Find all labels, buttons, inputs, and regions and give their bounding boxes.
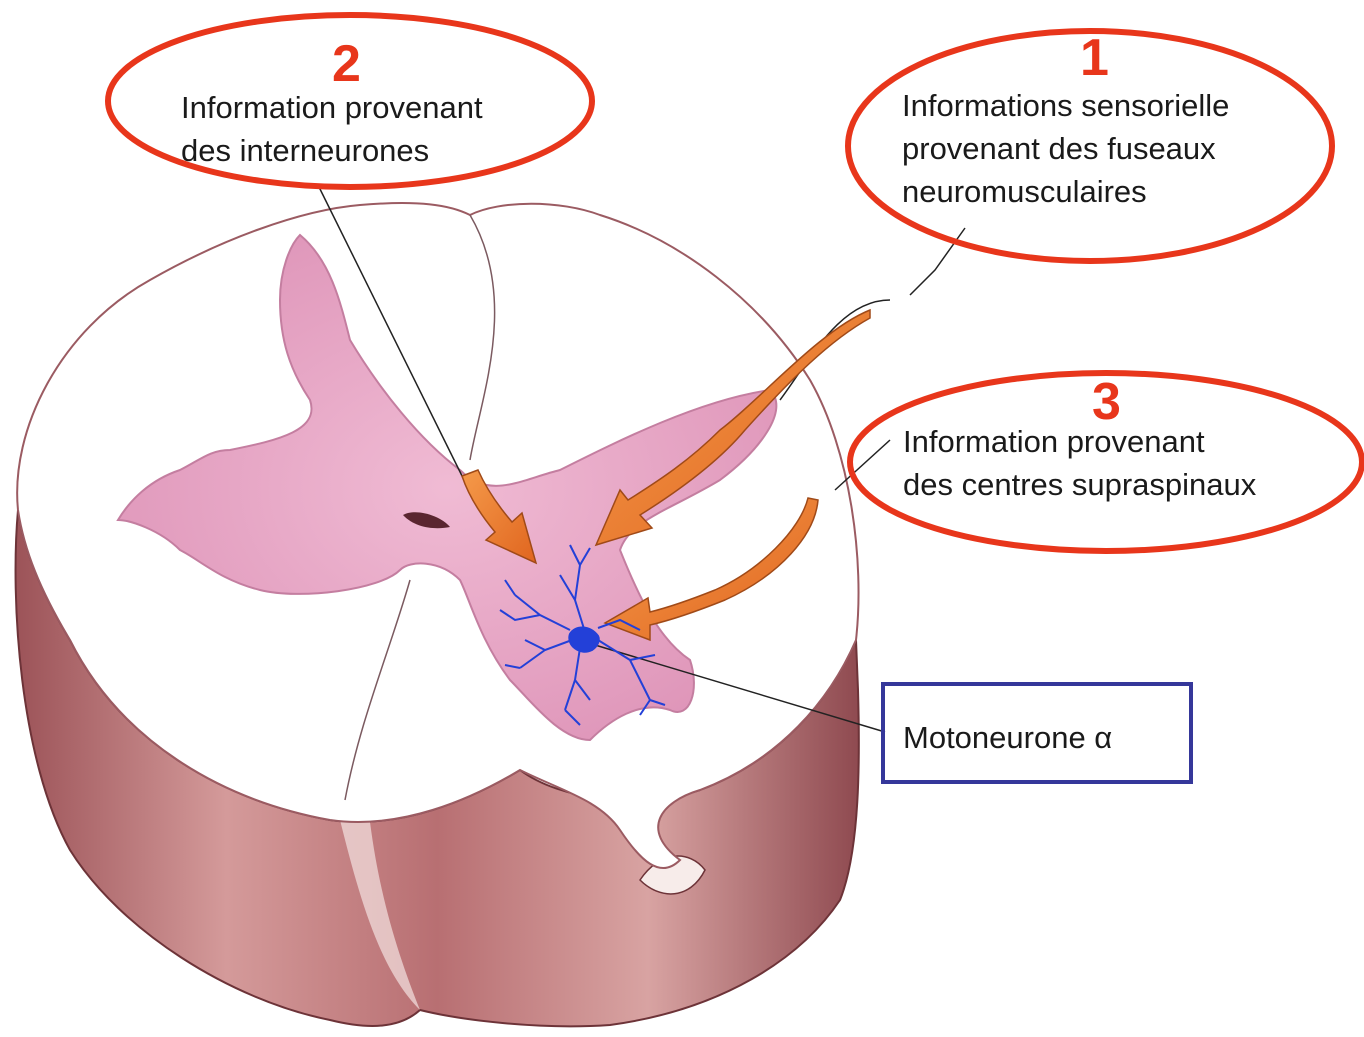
callout-1-text: Informations sensorielle provenant des f… [902,84,1229,213]
callout-2-text: Information provenant des interneurones [181,86,483,172]
callout-3-line-1: Information provenant [903,420,1256,463]
callout-2-line-2: des interneurones [181,129,483,172]
callout-1-line-3: neuromusculaires [902,170,1229,213]
callout-1-number: 1 [1080,32,1109,84]
callout-2-number: 2 [332,38,361,90]
callout-2-line-1: Information provenant [181,86,483,129]
callout-3-line-2: des centres supraspinaux [903,463,1256,506]
callout-1-line-1: Informations sensorielle [902,84,1229,127]
motoneuron-label: Motoneurone α [903,716,1112,759]
callout-1-line-2: provenant des fuseaux [902,127,1229,170]
callout-3-text: Information provenant des centres supras… [903,420,1256,506]
